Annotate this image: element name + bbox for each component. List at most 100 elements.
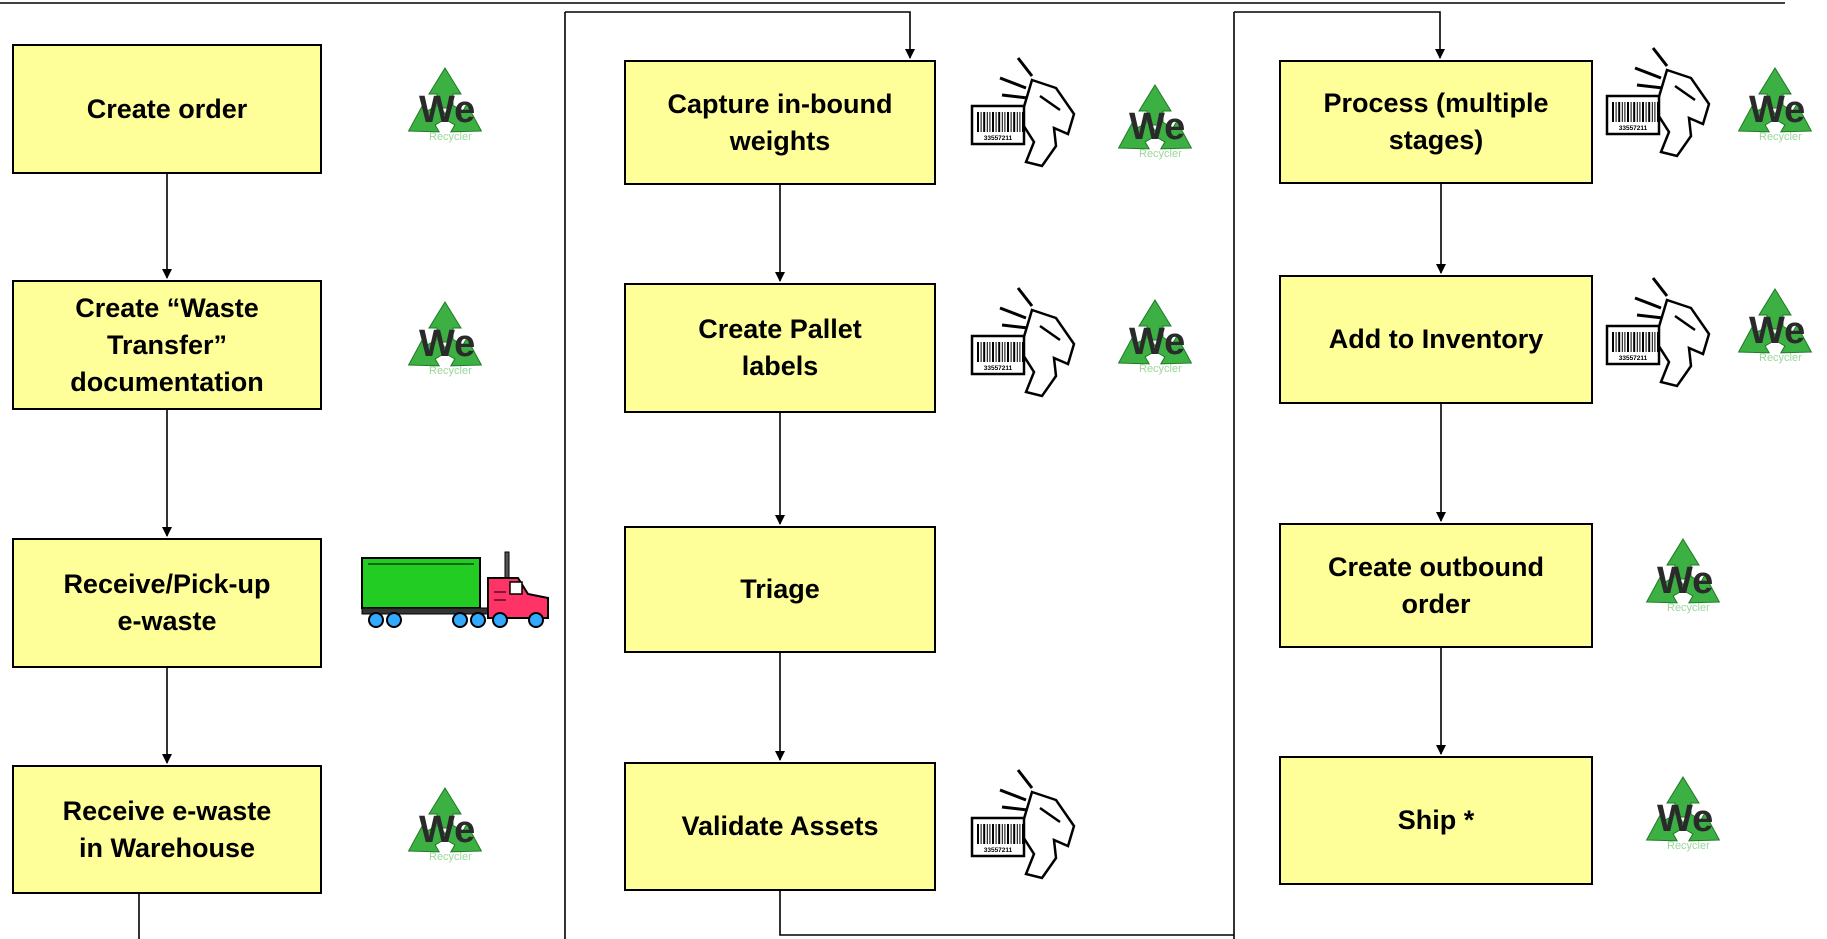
scanner-part [1674,314,1696,332]
barcode-bar [1013,824,1016,844]
barcode-bar [1615,332,1617,352]
recycle-arrow-shape [1772,324,1813,354]
scanner-graphic: 33557211 [1605,277,1711,388]
scanner-part [1039,94,1061,112]
barcode-bar [1645,102,1647,122]
barcode-bar [1010,342,1012,362]
barcode-number-text: 33557211 [984,847,1013,854]
barcode-bar [1001,342,1003,362]
logo-we-text: We [1129,106,1185,148]
step-label: Create outbound order [1328,551,1544,619]
logo-superscript-text: 3 [1707,800,1715,817]
barcode-bar [1624,332,1626,352]
step-create-order: Create order [12,44,322,174]
barcode-bar [995,112,997,132]
step-label: Capture in-bound weights [667,88,893,156]
recycle-arrow-shape [407,103,448,133]
step-add-inventory: Add to Inventory [1279,275,1593,404]
step-ship: Ship * [1279,756,1593,885]
barcode-bar [995,824,997,844]
barcode-bar [1022,112,1024,132]
barcode-scanner-icon: 33557211 [970,50,1080,173]
barcode-scanner-icon: 33557211 [1605,40,1715,163]
step-label: Validate Assets [681,811,879,841]
barcode-bar [1624,102,1626,122]
barcode-bar [1016,112,1018,132]
step-label: Process (multiple stages) [1323,88,1549,155]
scanner-part [1674,84,1696,102]
barcode-scanner-icon: 33557211 [1605,270,1715,393]
barcode-bar [1016,342,1018,362]
barcode-bar [1639,332,1641,352]
logo-we-text: We [1749,89,1805,131]
scanner-graphic: 33557211 [970,769,1076,880]
logo-brand-text: Recycler [429,851,472,863]
barcode-bar [1633,332,1636,352]
logo-brand-text: Recycler [1139,148,1182,160]
barcode-bar [1019,824,1021,844]
barcode-bar [986,824,988,844]
logo-we-text: We [1657,798,1713,840]
logo-superscript-text: 3 [469,325,477,342]
scanner-part [1018,790,1076,880]
barcode-bar [1636,332,1638,352]
scanner-part [1634,296,1662,310]
barcode-bar [1019,342,1021,362]
barcode-bar [989,342,991,362]
barcode-bar [1654,102,1656,122]
recycle-arrow-shape [1737,103,1778,133]
step-outbound-order: Create outbound order [1279,523,1593,648]
barcode-bar [1612,102,1614,122]
recycle-arrow-shape [1138,299,1172,341]
logo-we-text: We [419,89,475,131]
scanner-part [1016,57,1034,77]
barcode-bar [992,342,994,362]
barcode-bar [992,112,994,132]
recycle-arrow-shape [1645,574,1686,604]
barcode-bar [1010,824,1012,844]
barcode-bar [1645,332,1647,352]
step-label: Create Pallet labels [698,314,862,381]
recycle-arrow-shape [1117,120,1158,150]
logo-we-text: We [1749,310,1805,352]
barcode-bar [977,112,979,132]
logo-brand-text: Recycler [429,131,472,143]
scanner-part [1018,78,1076,168]
barcode-bar [1657,102,1659,122]
scanner-part [1039,806,1061,824]
recycle-arrow-shape [1737,324,1778,354]
barcode-bar [1001,824,1003,844]
barcode-bar [1648,102,1651,122]
barcode-bar [1618,332,1621,352]
barcode-bar [1013,342,1016,362]
recycle-arrow-shape [1138,84,1172,126]
barcode-bar [977,342,979,362]
scanner-graphic: 33557211 [970,287,1076,398]
barcode-scanner-icon: 33557211 [970,762,1080,885]
recycle-arrow-shape [428,301,462,343]
recycle-arrow-shape [1758,67,1792,109]
connector-validate-to-column-3 [779,891,1234,936]
step-capture-weights: Capture in-bound weights [624,60,936,185]
barcode-bar [977,824,979,844]
barcode-bar [1651,332,1653,352]
recycle-arrow-shape [1680,574,1721,604]
barcode-bar [992,824,994,844]
barcode-number-text: 33557211 [984,365,1013,372]
scanner-part [1001,323,1029,330]
barcode-bar [989,112,991,132]
step-receive-warehouse: Receive e-waste in Warehouse [12,765,322,894]
scanner-part [1634,66,1662,80]
recycle-arrow-shape [1152,335,1193,365]
connector-into-column-2 [565,11,915,59]
